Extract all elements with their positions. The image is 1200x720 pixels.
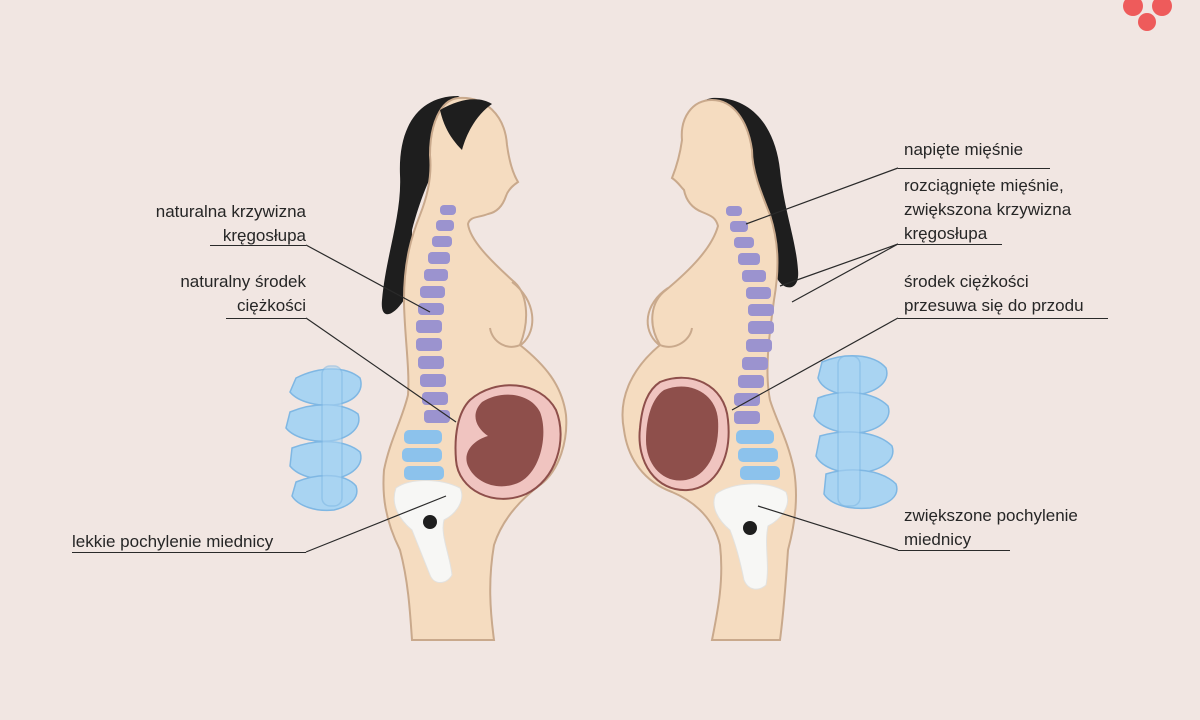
leader-tense-muscles (745, 167, 899, 225)
label-natural-center: naturalny środek ciężkości (180, 270, 306, 318)
label-increased-tilt: zwiększone pochylenie miednicy (904, 504, 1078, 552)
right-pelvis (713, 483, 788, 590)
label-tense-muscles-line-1: napięte mięśnie (904, 140, 1024, 159)
left-spine (416, 205, 456, 423)
underline-slight-tilt (72, 552, 306, 553)
left-fetus (466, 394, 544, 487)
left-hair (381, 96, 478, 315)
label-center-shifts: środek ciężkości przesuwa się do przodu (904, 270, 1084, 318)
left-lumbar (402, 430, 444, 480)
underline-natural-curve (210, 245, 306, 246)
leader-lines (305, 167, 899, 553)
label-stretched-line-3: kręgosłupa (904, 224, 988, 243)
label-tense-muscles: napięte mięśnie (904, 138, 1023, 162)
left-figure (381, 96, 568, 641)
leader-slight-tilt (305, 495, 447, 553)
left-womb (454, 384, 562, 500)
left-pelvis (393, 480, 463, 583)
label-center-shifts-line-2: przesuwa się do przodu (904, 296, 1084, 315)
underline-increased-tilt (898, 550, 1010, 551)
label-center-shifts-line-1: środek ciężkości (904, 272, 1029, 291)
leader-stretched-a (779, 243, 899, 287)
right-vertebrae-closeup (813, 355, 898, 510)
right-figure (621, 97, 799, 641)
label-stretched-muscles: rozciągnięte mięśnie, zwiększona krzywiz… (904, 174, 1071, 246)
label-slight-tilt-line-1: lekkie pochylenie miednicy (72, 532, 274, 551)
leader-natural-curve (305, 244, 431, 313)
leader-center-shifts (731, 317, 899, 411)
underline-natural-center (226, 318, 306, 319)
label-natural-center-line-2: ciężkości (237, 296, 306, 315)
label-natural-center-line-1: naturalny środek (180, 272, 306, 291)
underline-center-shifts (898, 318, 1108, 319)
underline-stretched-muscles (898, 244, 1002, 245)
label-increased-tilt-line-2: miednicy (904, 530, 972, 549)
right-fetus (646, 386, 719, 481)
left-vertebrae-closeup (285, 365, 362, 512)
right-womb (638, 376, 730, 492)
label-stretched-line-2: zwiększona krzywizna (904, 200, 1072, 219)
brand-logo (1123, 0, 1172, 31)
label-natural-curve-line-1: naturalna krzywizna (155, 202, 306, 221)
label-slight-tilt: lekkie pochylenie miednicy (72, 530, 273, 554)
label-natural-curve-line-2: kręgosłupa (222, 226, 306, 245)
right-spine (726, 206, 774, 424)
leader-stretched-b (791, 243, 899, 303)
underline-tense-muscles (898, 168, 1050, 169)
label-increased-tilt-line-1: zwiększone pochylenie (904, 506, 1078, 525)
leader-increased-tilt (757, 505, 899, 551)
leader-natural-center (305, 317, 457, 423)
label-stretched-line-1: rozciągnięte mięśnie, (904, 176, 1064, 195)
label-natural-curve: naturalna krzywizna kręgosłupa (156, 200, 306, 248)
right-lumbar (736, 430, 780, 480)
